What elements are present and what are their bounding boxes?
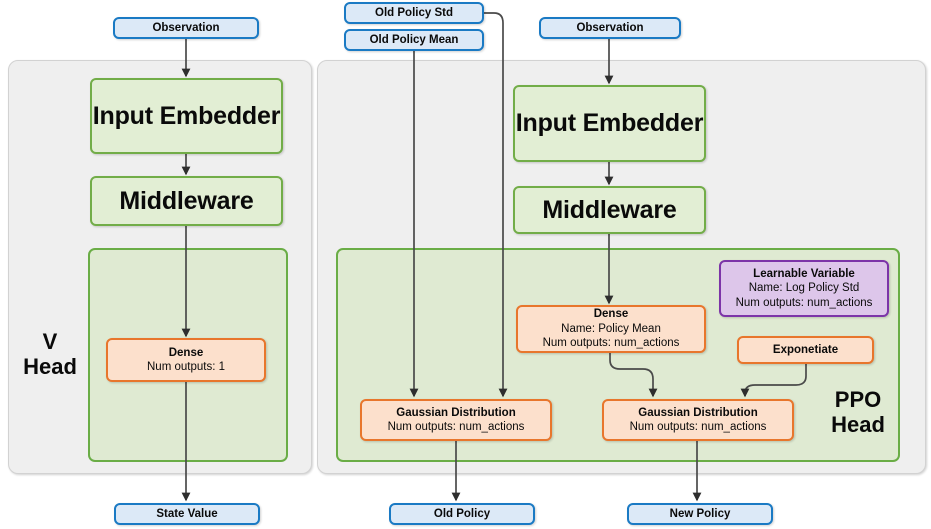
- output-old-policy[interactable]: Old Policy: [389, 503, 535, 525]
- ppo-head-caption-line1: PPO: [834, 387, 882, 412]
- output-old-policy-label: Old Policy: [433, 508, 491, 520]
- v-middleware-label: Middleware: [119, 186, 254, 215]
- ppo-gaussian-old-title: Gaussian Distribution: [396, 406, 516, 419]
- output-new-policy[interactable]: New Policy: [627, 503, 773, 525]
- ppo-dense-policy-mean[interactable]: Dense Name: Policy Mean Num outputs: num…: [516, 305, 706, 353]
- ppo-dense-num-outputs: Num outputs: num_actions: [542, 337, 680, 350]
- v-head-caption-line2: Head: [23, 353, 77, 379]
- v-dense-title: Dense: [168, 346, 204, 359]
- ppo-input-embedder-label: Input Embedder: [515, 109, 704, 137]
- ppo-gaussian-old-num-outputs: Num outputs: num_actions: [387, 421, 525, 433]
- ppo-head-caption-line2: Head: [831, 411, 885, 437]
- v-dense[interactable]: Dense Num outputs: 1: [106, 338, 266, 382]
- ppo-dense-title: Dense: [593, 308, 629, 321]
- ppo-gaussian-new-title: Gaussian Distribution: [638, 406, 758, 419]
- v-input-embedder[interactable]: Input Embedder: [90, 78, 283, 154]
- v-input-embedder-label: Input Embedder: [92, 101, 281, 130]
- v-head-caption-line1: V: [42, 329, 58, 354]
- input-old-policy-mean-label: Old Policy Mean: [369, 34, 459, 46]
- ppo-middleware-label: Middleware: [542, 195, 677, 224]
- ppo-exponetiate[interactable]: Exponetiate: [737, 336, 874, 364]
- ppo-head-caption: PPO Head: [820, 387, 896, 437]
- ppo-learnable-variable[interactable]: Learnable Variable Name: Log Policy Std …: [719, 260, 889, 317]
- input-observation-ppo[interactable]: Observation: [539, 17, 681, 39]
- output-new-policy-label: New Policy: [669, 508, 731, 520]
- ppo-input-embedder[interactable]: Input Embedder: [513, 85, 706, 162]
- ppo-exponetiate-label: Exponetiate: [772, 343, 839, 356]
- ppo-gaussian-new-num-outputs: Num outputs: num_actions: [629, 421, 767, 433]
- output-state-value[interactable]: State Value: [114, 503, 260, 525]
- input-observation-v[interactable]: Observation: [113, 17, 259, 39]
- ppo-learnable-variable-name: Name: Log Policy Std: [748, 282, 860, 295]
- v-head-caption: V Head: [14, 329, 86, 379]
- input-old-policy-std[interactable]: Old Policy Std: [344, 2, 484, 24]
- ppo-middleware[interactable]: Middleware: [513, 186, 706, 234]
- ppo-gaussian-new[interactable]: Gaussian Distribution Num outputs: num_a…: [602, 399, 794, 441]
- ppo-learnable-variable-num-outputs: Num outputs: num_actions: [735, 296, 873, 309]
- input-old-policy-mean[interactable]: Old Policy Mean: [344, 29, 484, 51]
- input-observation-ppo-label: Observation: [576, 22, 644, 34]
- v-middleware[interactable]: Middleware: [90, 176, 283, 226]
- ppo-learnable-variable-title: Learnable Variable: [753, 267, 855, 280]
- input-old-policy-std-label: Old Policy Std: [375, 7, 453, 19]
- input-observation-v-label: Observation: [152, 22, 220, 34]
- ppo-gaussian-old[interactable]: Gaussian Distribution Num outputs: num_a…: [360, 399, 552, 441]
- v-dense-num-outputs: Num outputs: 1: [147, 361, 225, 373]
- output-state-value-label: State Value: [156, 508, 218, 520]
- ppo-dense-name: Name: Policy Mean: [561, 322, 661, 335]
